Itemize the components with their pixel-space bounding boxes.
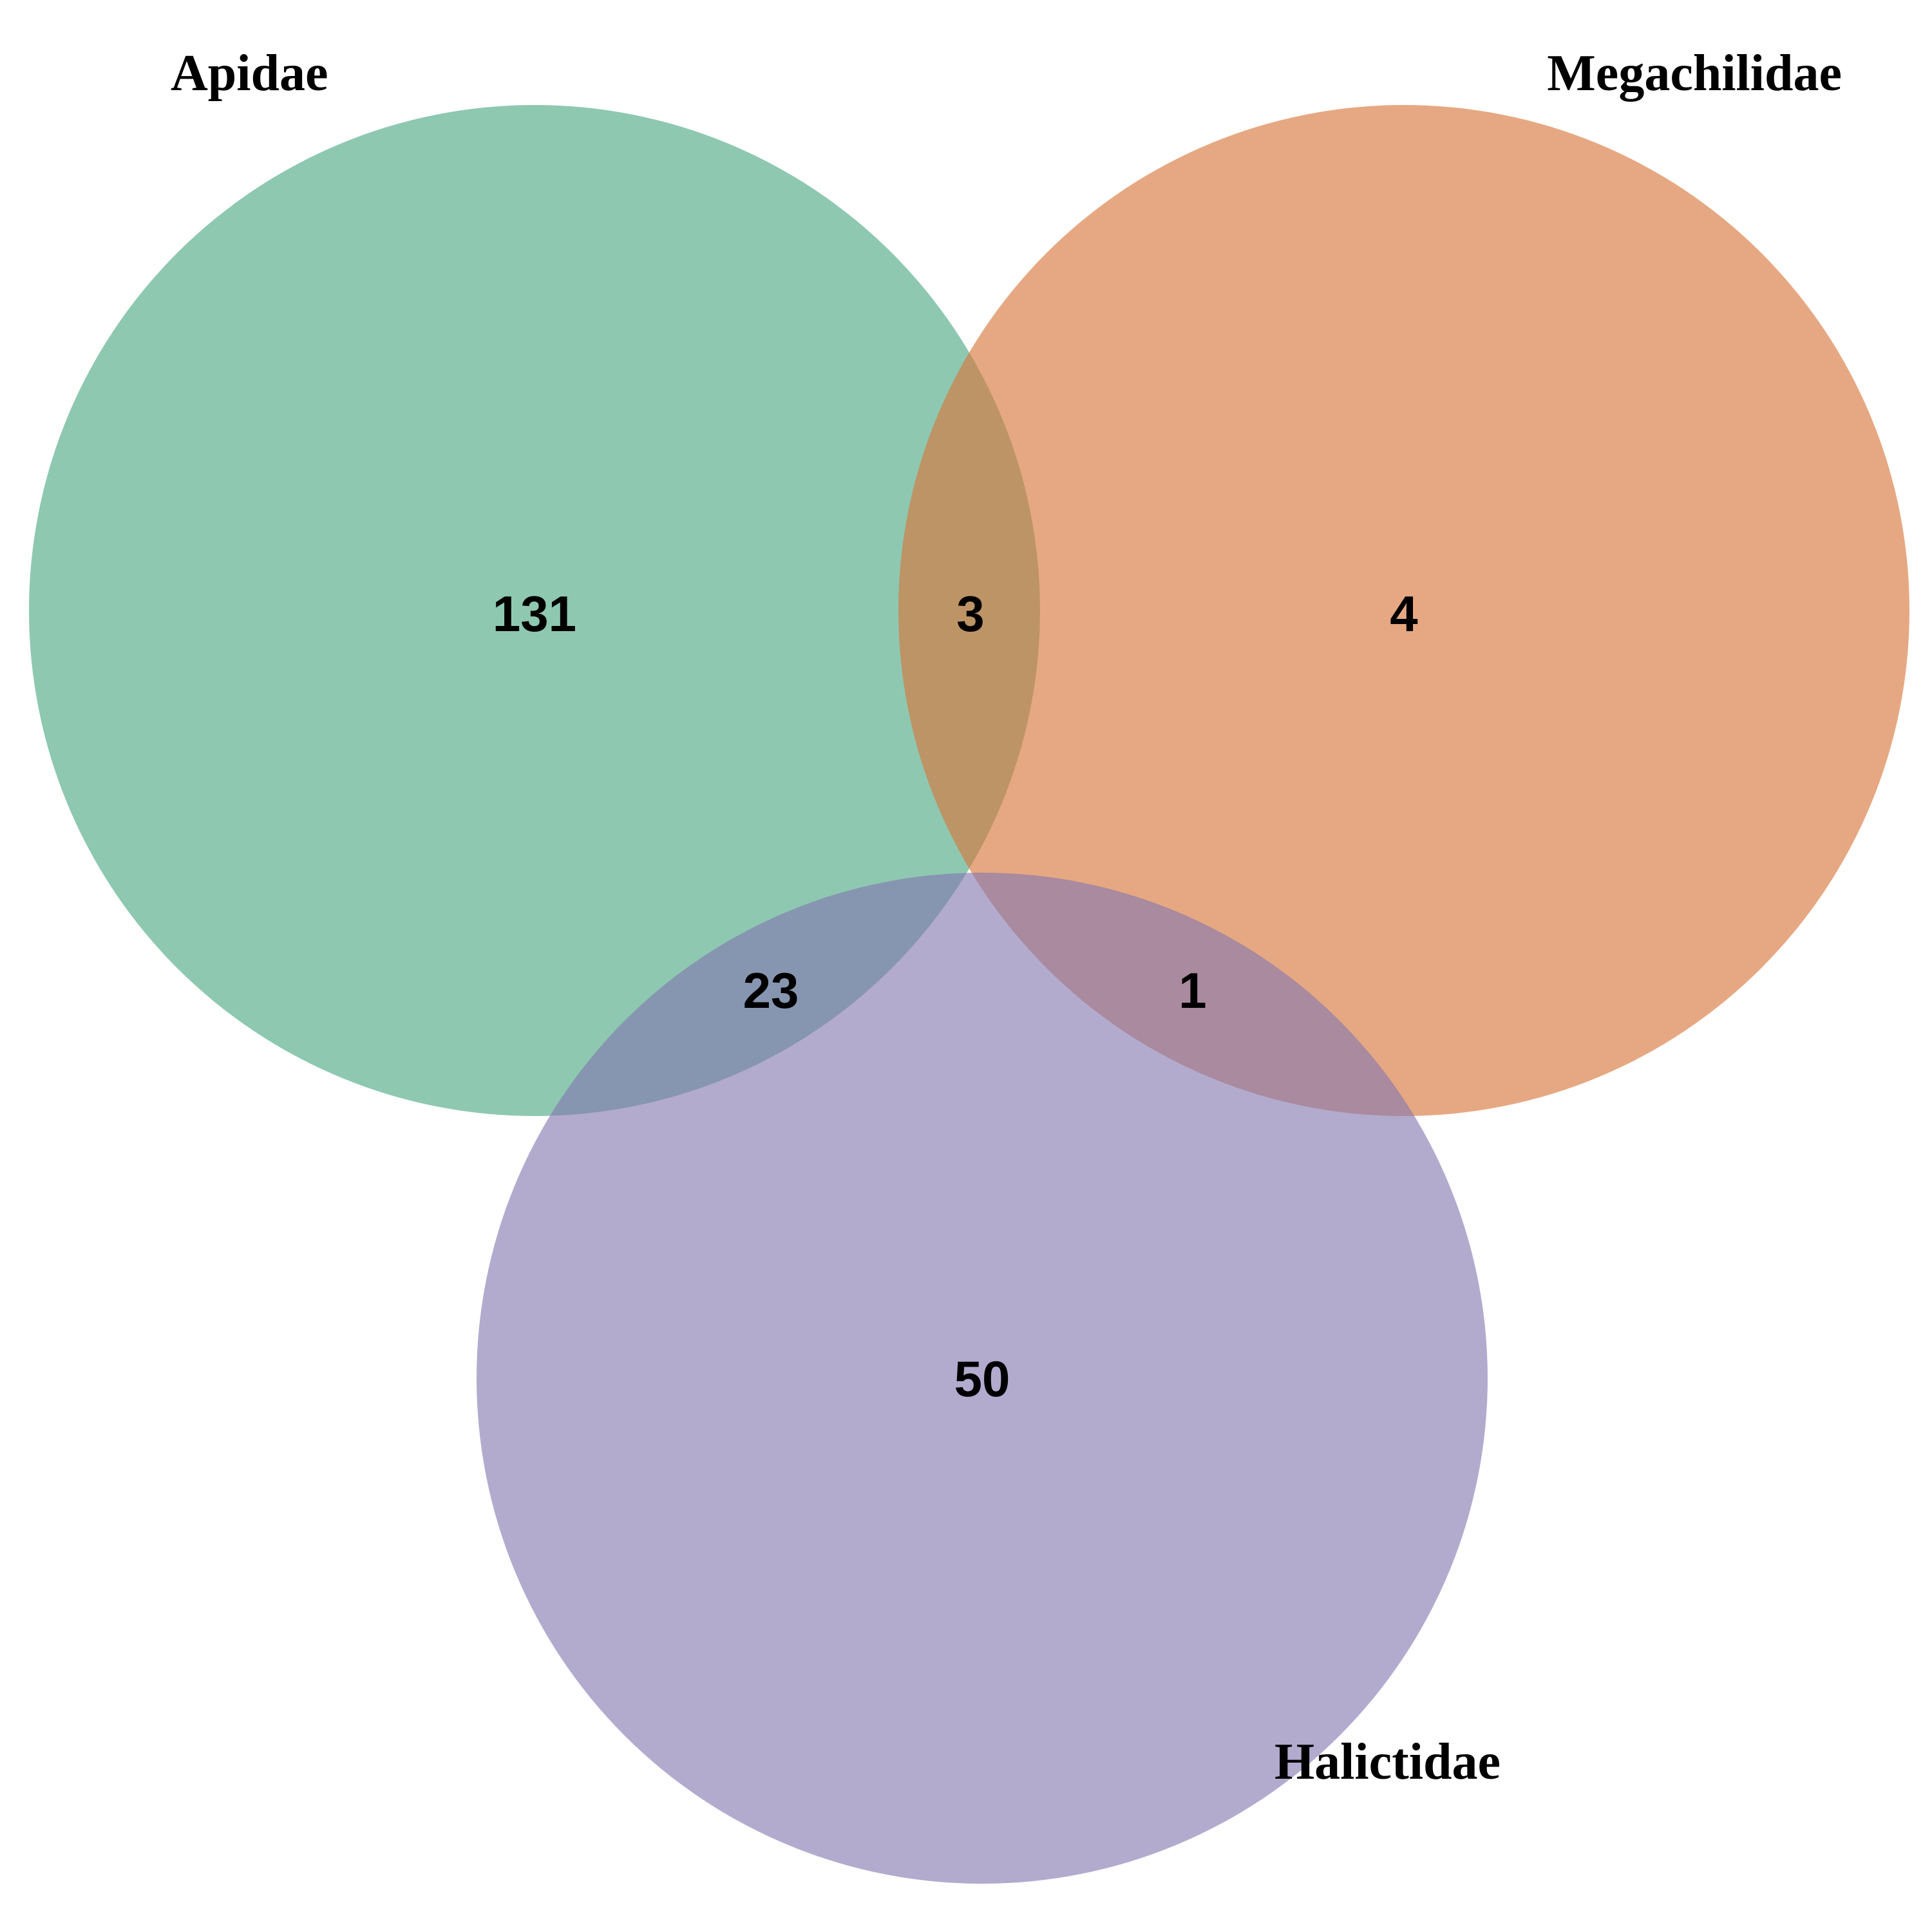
megachilidae-label: Megachilidae <box>1547 45 1842 102</box>
apidae-circle <box>29 105 1040 1116</box>
megachilidae-only-count: 4 <box>1390 585 1417 642</box>
apidae-halictidae-count: 23 <box>743 962 799 1019</box>
halictidae-label: Halictidae <box>1274 1734 1501 1790</box>
apidae-only-count: 131 <box>493 585 576 642</box>
apidae-label: Apidae <box>171 45 328 102</box>
apidae-megachilidae-count: 3 <box>956 585 984 642</box>
halictidae-only-count: 50 <box>954 1350 1010 1407</box>
megachilidae-halictidae-count: 1 <box>1179 962 1206 1019</box>
megachilidae-circle <box>898 105 1909 1116</box>
halictidae-circle <box>477 873 1488 1884</box>
